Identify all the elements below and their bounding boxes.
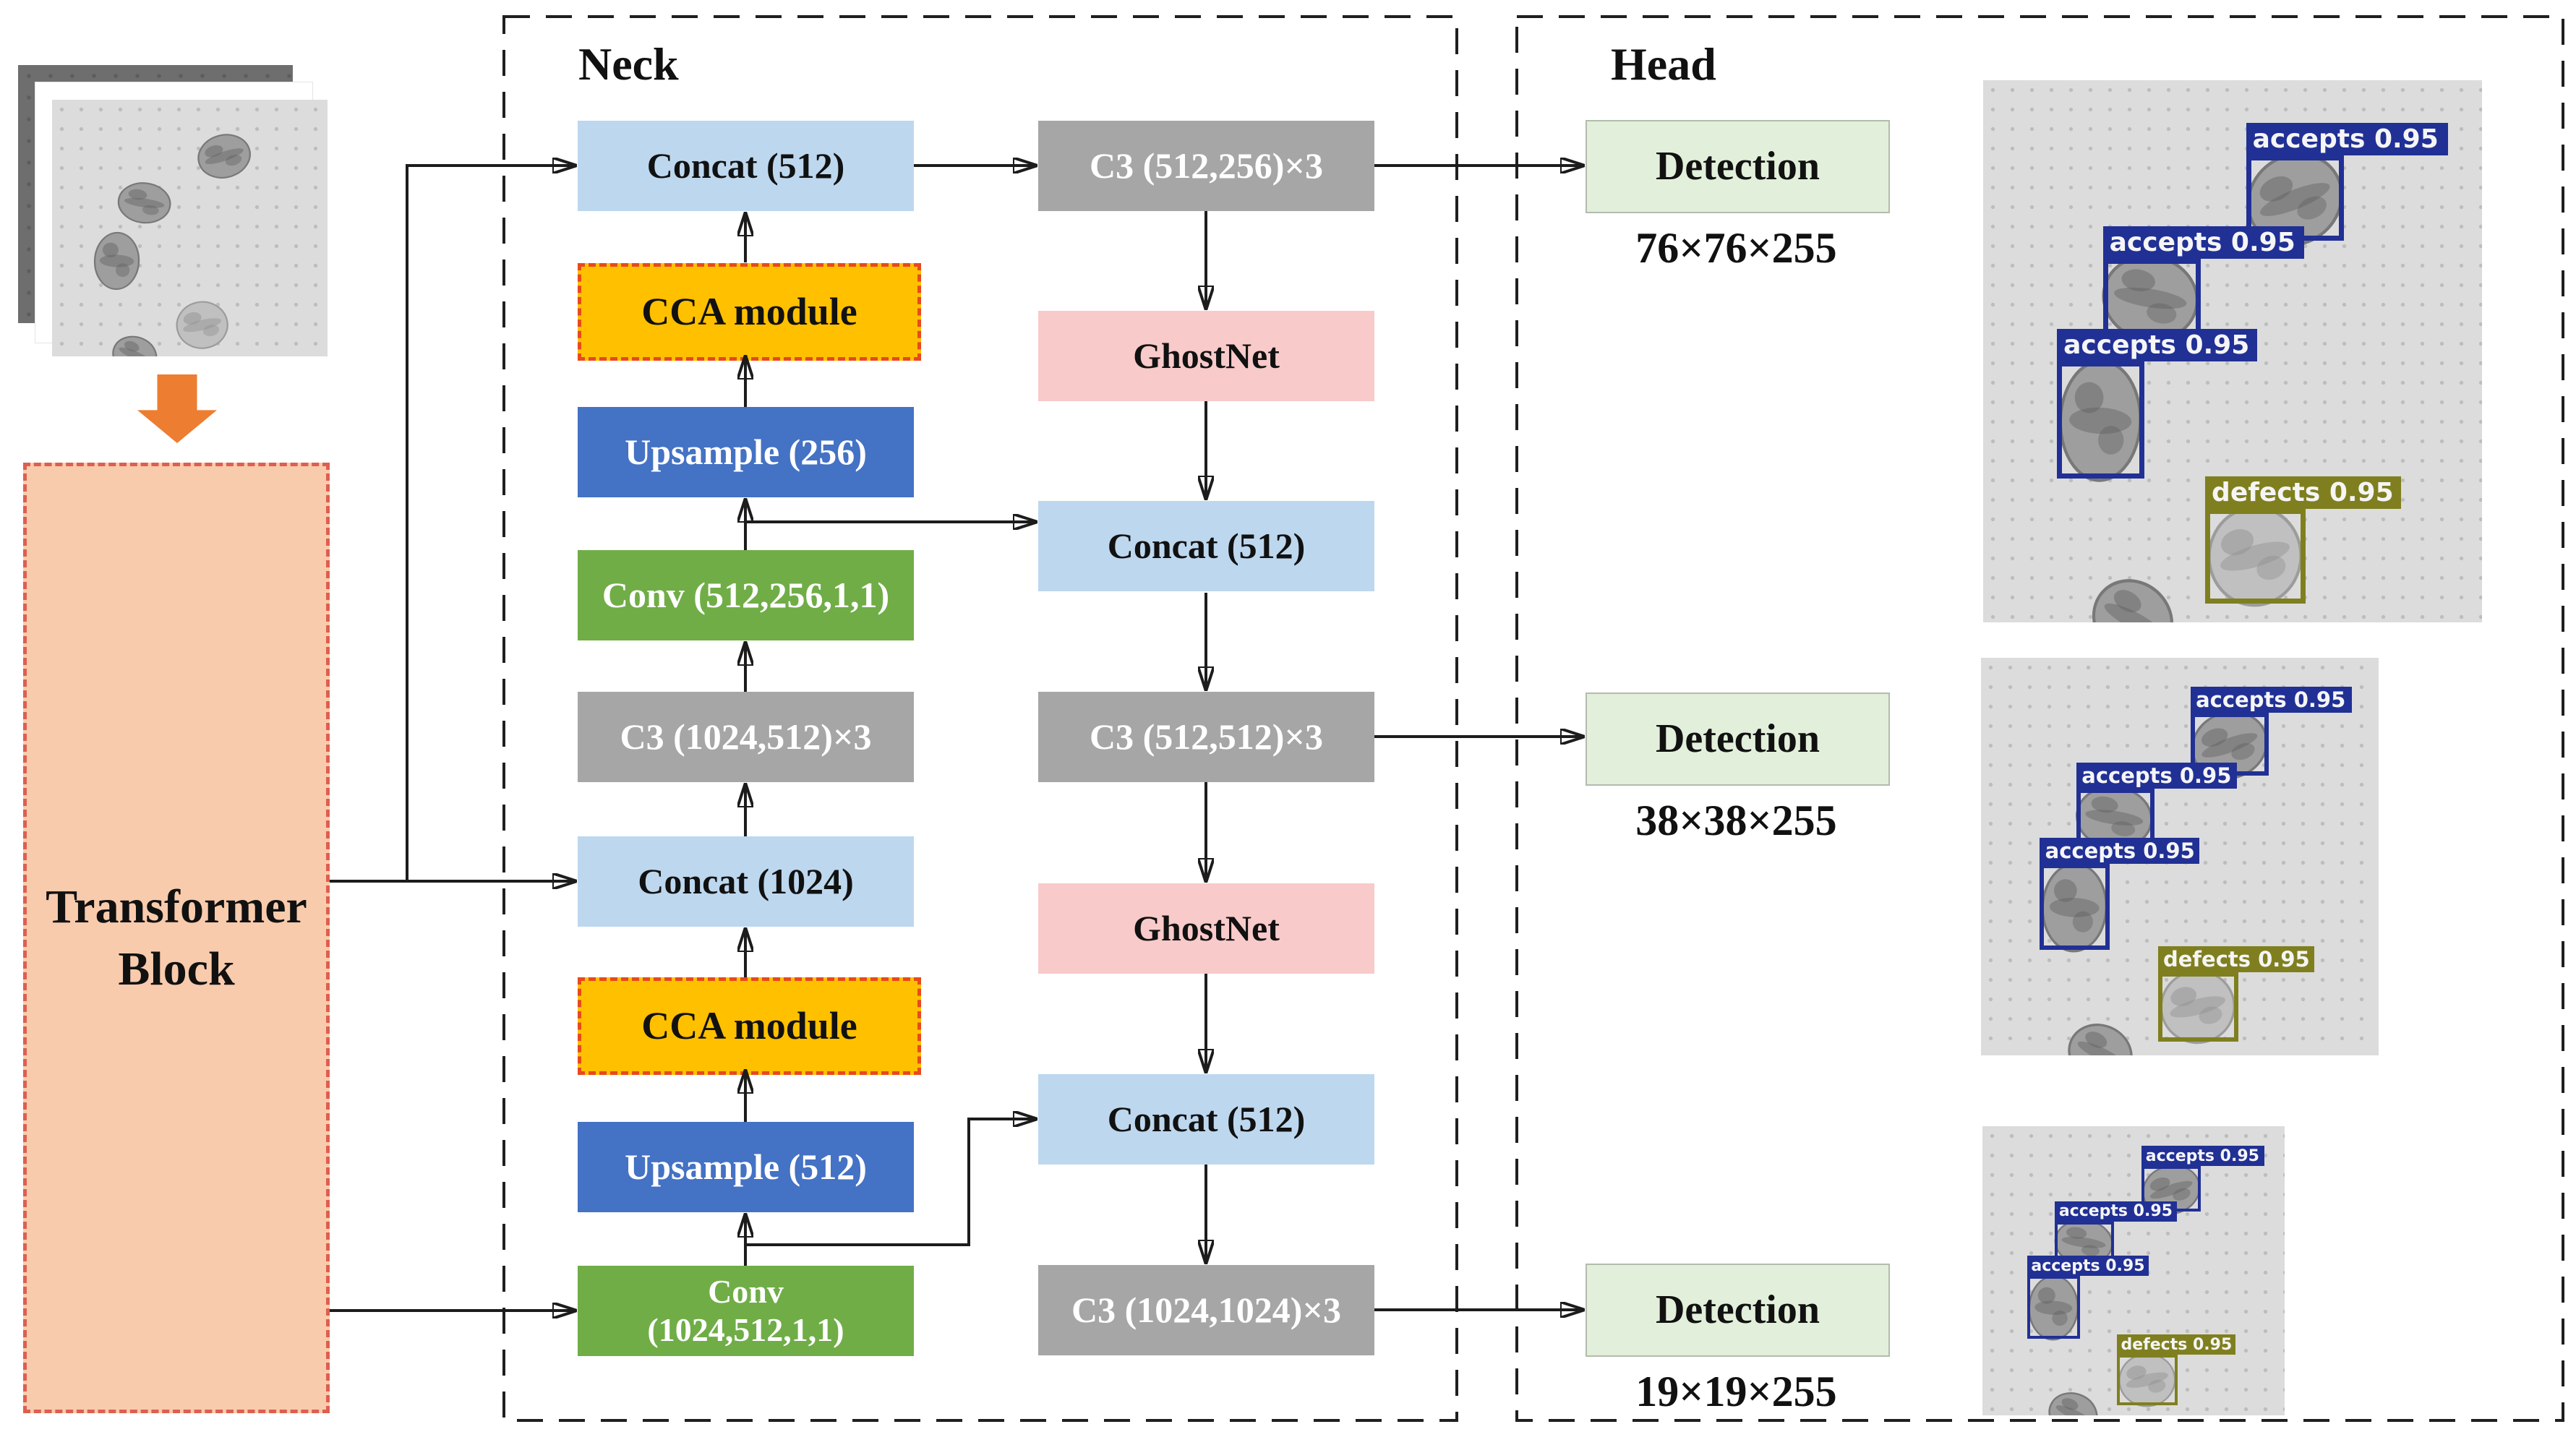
bbox-defects	[2157, 972, 2238, 1042]
grain-seeds-illustration	[93, 134, 251, 356]
transformer-block-label: Transformer Block	[46, 880, 307, 995]
node-c3-1024-1024: C3 (1024,1024)×3	[1038, 1265, 1374, 1355]
result-image-19: accepts 0.95 accepts 0.95 accepts 0.95 defe…	[1982, 1126, 2285, 1415]
detection-1-dims: 76×76×255	[1635, 223, 1837, 272]
bbox-defects	[2117, 1355, 2178, 1405]
result-image-38: accepts 0.95 accepts 0.95 accepts 0.95 defe…	[1981, 658, 2379, 1055]
result-image-76: accepts 0.95 accepts 0.95 accepts 0.95 defe…	[1983, 80, 2482, 622]
bbox-label-accepts: accepts 0.95	[2102, 226, 2304, 259]
node-concat-512-top: Concat (512)	[578, 121, 914, 211]
node-concat-512-low: Concat (512)	[1038, 1074, 1374, 1165]
input-to-transformer-arrow-icon	[137, 374, 217, 443]
node-ghostnet-2: GhostNet	[1038, 883, 1374, 974]
bbox-accepts	[2027, 1276, 2080, 1339]
bbox-label-accepts: accepts 0.95	[2057, 328, 2257, 361]
bbox-label-defects: defects 0.95	[2117, 1334, 2236, 1355]
node-upsample-512: Upsample (512)	[578, 1122, 914, 1212]
node-c3-1024-512: C3 (1024,512)×3	[578, 692, 914, 782]
transformer-block-node: Transformer Block	[23, 463, 330, 1413]
node-ghostnet-1: GhostNet	[1038, 311, 1374, 401]
node-detection-1: Detection	[1586, 120, 1890, 213]
bbox-accepts	[2057, 361, 2144, 479]
node-conv-1024-512-line2: (1024,512,1,1)	[647, 1311, 844, 1348]
node-cca-module-1: CCA module	[578, 263, 921, 361]
bbox-accepts	[2040, 863, 2110, 951]
bbox-label-accepts: accepts 0.95	[2141, 1146, 2264, 1167]
bbox-label-accepts: accepts 0.95	[2190, 686, 2352, 713]
detection-2-dims: 38×38×255	[1635, 796, 1837, 844]
flow-arrows	[330, 166, 1583, 1311]
bbox-label-accepts: accepts 0.95	[2246, 122, 2449, 155]
bbox-label-defects: defects 0.95	[2157, 946, 2314, 973]
node-detection-3: Detection	[1586, 1264, 1890, 1357]
bbox-label-accepts: accepts 0.95	[2055, 1201, 2177, 1222]
node-detection-2: Detection	[1586, 693, 1890, 786]
bbox-accepts	[2102, 258, 2201, 340]
node-c3-512-512: C3 (512,512)×3	[1038, 692, 1374, 782]
node-upsample-256: Upsample (256)	[578, 407, 914, 497]
node-conv-1024-512-line1: Conv	[708, 1272, 784, 1310]
neck-section-label: Neck	[578, 38, 679, 90]
head-section-label: Head	[1611, 38, 1716, 90]
bbox-label-defects: defects 0.95	[2205, 476, 2402, 510]
detection-3-dims: 19×19×255	[1635, 1367, 1837, 1415]
node-concat-512-mid: Concat (512)	[1038, 501, 1374, 591]
node-concat-1024: Concat (1024)	[578, 836, 914, 927]
node-c3-512-256: C3 (512,256)×3	[1038, 121, 1374, 211]
node-conv-512-256: Conv (512,256,1,1)	[578, 550, 914, 640]
input-sample-image	[52, 100, 328, 356]
bbox-label-accepts: accepts 0.95	[2027, 1256, 2149, 1277]
node-cca-module-2: CCA module	[578, 977, 921, 1075]
bbox-label-accepts: accepts 0.95	[2076, 762, 2237, 789]
node-conv-1024-512: Conv (1024,512,1,1)	[578, 1266, 914, 1356]
bbox-label-accepts: accepts 0.95	[2040, 837, 2200, 864]
bbox-defects	[2205, 509, 2306, 604]
